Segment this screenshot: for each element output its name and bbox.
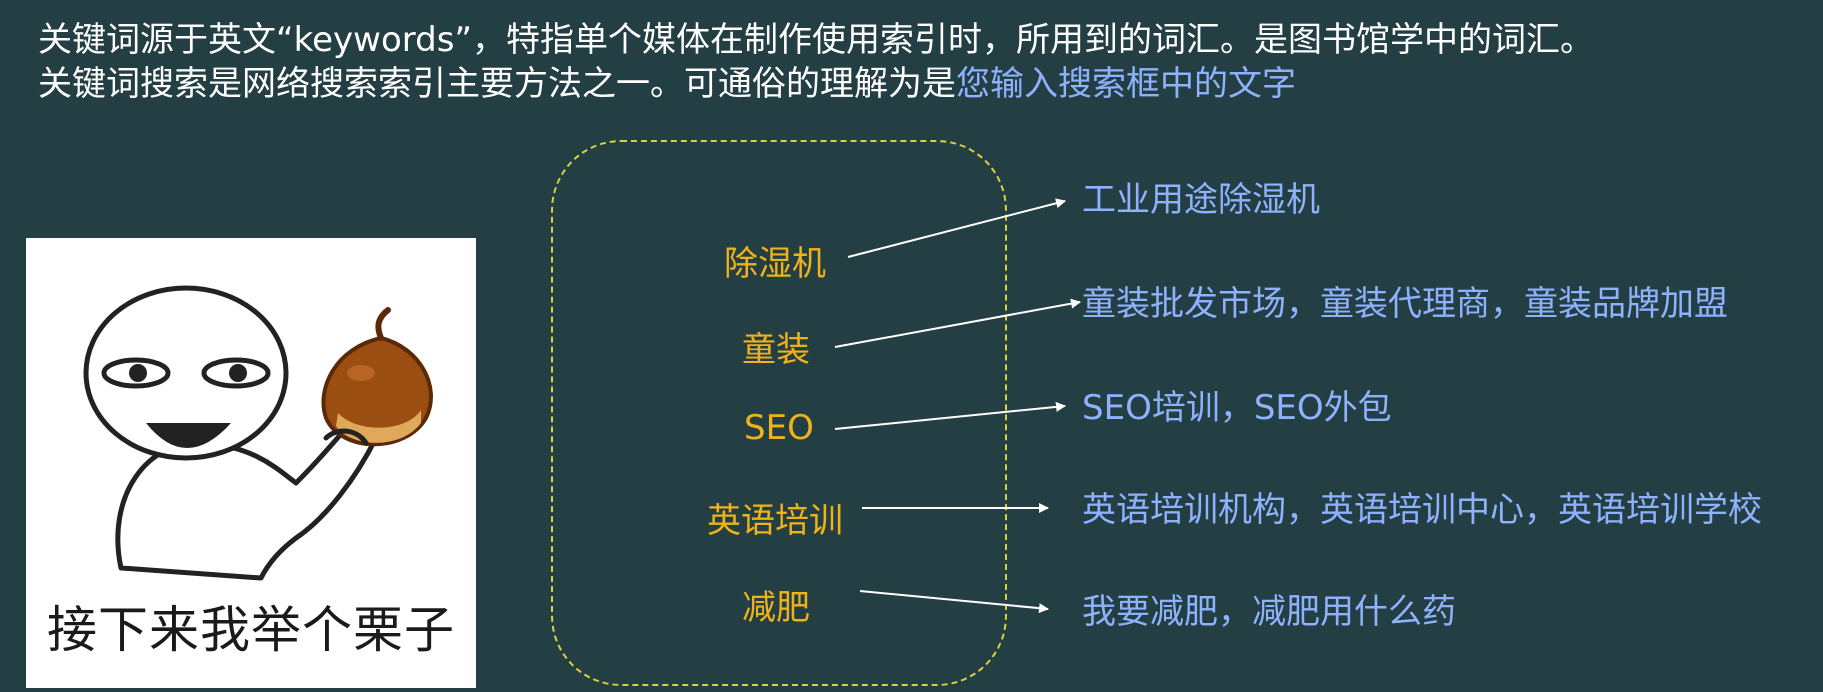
keyword-dehumidifier: 除湿机 xyxy=(724,244,826,284)
right-pupil xyxy=(229,364,247,382)
intro-line-2: 关键词搜索是网络搜索索引主要方法之一。可通俗的理解为是您输入搜索框中的文字 xyxy=(38,62,1798,106)
arrow-childrens-clothing xyxy=(834,298,1081,348)
intro-line-1: 关键词源于英文“keywords”，特指单个媒体在制作使用索引时，所用到的词汇。… xyxy=(38,20,1595,60)
intro-line-2-main: 关键词搜索是网络搜索索引主要方法之一。可通俗的理解为是 xyxy=(38,64,956,104)
keyword-weight-loss: 减肥 xyxy=(742,588,810,628)
keyword-container xyxy=(551,140,1007,686)
keyword-english-training: 英语培训 xyxy=(707,501,843,541)
meme-illustration xyxy=(83,285,433,581)
intro-line-2-highlight: 您输入搜索框中的文字 xyxy=(956,64,1296,104)
keyword-seo: SEO xyxy=(744,408,814,448)
head-shape xyxy=(83,285,289,461)
arrow-weight-loss xyxy=(859,590,1049,614)
intro-text: 关键词源于英文“keywords”，特指单个媒体在制作使用索引时，所用到的词汇。… xyxy=(38,18,1798,106)
mouth xyxy=(146,423,231,448)
result-weight-loss: 我要减肥，减肥用什么药 xyxy=(1082,592,1456,632)
meme-caption: 接下来我举个栗子 xyxy=(47,601,455,659)
result-childrens-clothing: 童装批发市场，童装代理商，童装品牌加盟 xyxy=(1082,284,1728,324)
keyword-childrens-clothing: 童装 xyxy=(742,330,810,370)
meme-image: 接下来我举个栗子 xyxy=(26,238,476,688)
arrow-dehumidifier xyxy=(847,198,1066,258)
left-pupil xyxy=(129,364,147,382)
hand-shape xyxy=(323,428,369,446)
result-dehumidifier: 工业用途除湿机 xyxy=(1082,180,1320,220)
result-seo: SEO培训，SEO外包 xyxy=(1082,388,1392,428)
arrow-seo xyxy=(834,401,1066,430)
result-english-training: 英语培训机构，英语培训中心，英语培训学校 xyxy=(1082,490,1762,530)
